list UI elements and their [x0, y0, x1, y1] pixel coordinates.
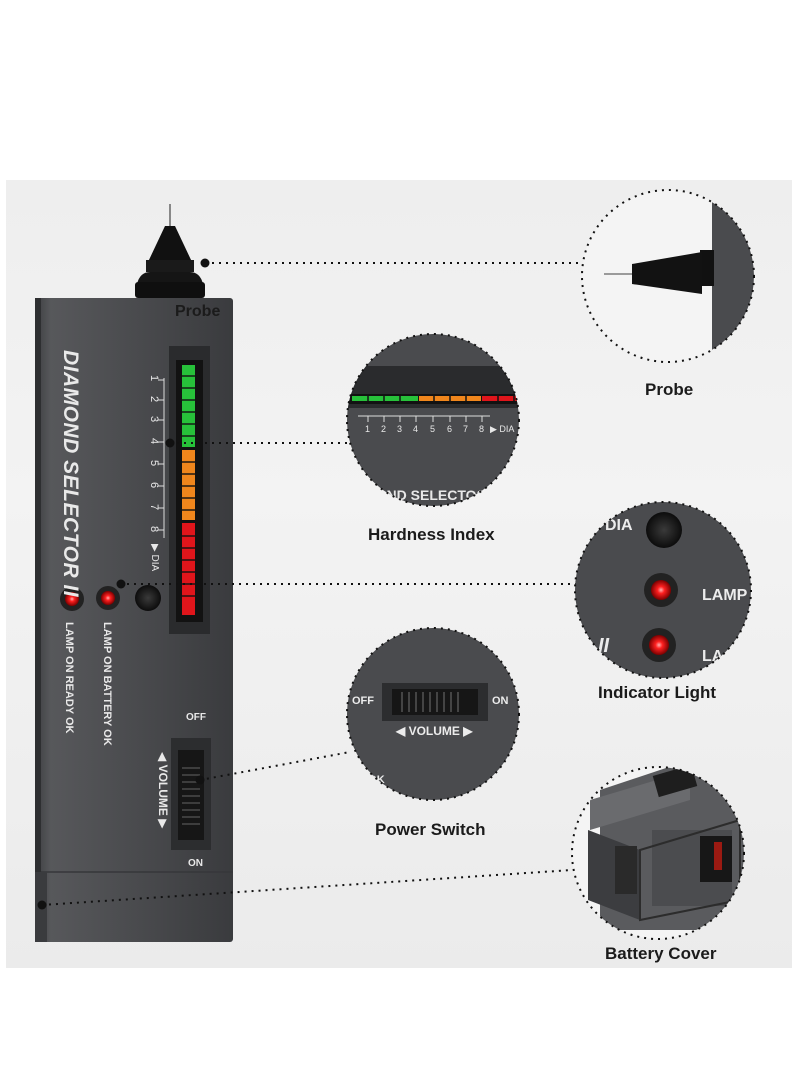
zoom-hardness-circle: 1 2 3 4 5 6 7 8 ▶ DIA MOND SELECTOS [346, 333, 520, 507]
scale-number-5: 5 [148, 460, 160, 467]
volume-label: ◀ VOLUME ▶ [156, 752, 170, 829]
zoom-off-label: OFF [352, 695, 374, 707]
led-bars [182, 365, 195, 615]
probe-label-main: Probe [175, 303, 221, 320]
dia-led [135, 585, 161, 611]
switch-off-label: OFF [186, 712, 206, 723]
zoom-dia-label: DIA [605, 517, 633, 534]
zoom-roman-numeral: II [598, 635, 610, 657]
zoom-indicator-circle: DIA LAMP LA II [574, 501, 752, 679]
hardness-scale-ruler [158, 378, 165, 538]
leader-lines [41, 262, 582, 906]
indicator-light-label: Indicator Light [598, 683, 717, 702]
scale-number-2: 2 [148, 396, 160, 403]
scale-dia-marker: ▶ DIA [149, 544, 160, 572]
hardness-index-label: Hardness Index [368, 525, 495, 544]
zoom-switch-fragment: Y OK [358, 774, 385, 786]
zoom-scale-4: 4 [413, 424, 418, 434]
scale-number-8: 8 [148, 526, 160, 533]
scale-number-4: 4 [148, 438, 160, 445]
zoom-scale-7: 7 [463, 424, 468, 434]
probe-tip [148, 226, 192, 262]
scale-number-7: 7 [148, 504, 160, 511]
lamp-on-battery-label: LAMP ON BATTERY OK [101, 622, 113, 746]
zoom-battery-circle [571, 766, 745, 940]
zoom-scale-dia: ▶ DIA [490, 424, 514, 434]
lamp-battery-led [101, 591, 115, 605]
zoom-lamp-label-1: LAMP [702, 587, 748, 604]
zoom-switch-circle: OFF ON ◀ VOLUME ▶ Y OK [346, 627, 520, 801]
zoom-scale-8: 8 [479, 424, 484, 434]
switch-on-label: ON [188, 858, 203, 869]
zoom-scale-1: 1 [365, 424, 370, 434]
scale-number-1: 1 [148, 375, 160, 382]
leader-dots [37, 258, 210, 910]
zoom-scale-2: 2 [381, 424, 386, 434]
scale-number-3: 3 [148, 416, 160, 423]
lamp-ready-led [65, 592, 79, 606]
probe-callout-label: Probe [645, 380, 694, 399]
scale-number-6: 6 [148, 482, 160, 489]
zoom-scale-3: 3 [397, 424, 402, 434]
power-switch-label: Power Switch [375, 820, 486, 839]
lamp-on-ready-label: LAMP ON READY OK [63, 622, 75, 734]
zoom-on-label: ON [492, 695, 509, 707]
zoom-volume-label: ◀ VOLUME ▶ [395, 724, 473, 738]
zoom-scale-5: 5 [430, 424, 435, 434]
zoom-scale-6: 6 [447, 424, 452, 434]
battery-cover-label: Battery Cover [605, 944, 717, 963]
zoom-probe-circle [581, 189, 755, 363]
diamond-selector-device [35, 204, 233, 942]
probe-collar [135, 282, 205, 298]
device-brand-text: DIAMOND SELECTOR II [59, 350, 82, 598]
